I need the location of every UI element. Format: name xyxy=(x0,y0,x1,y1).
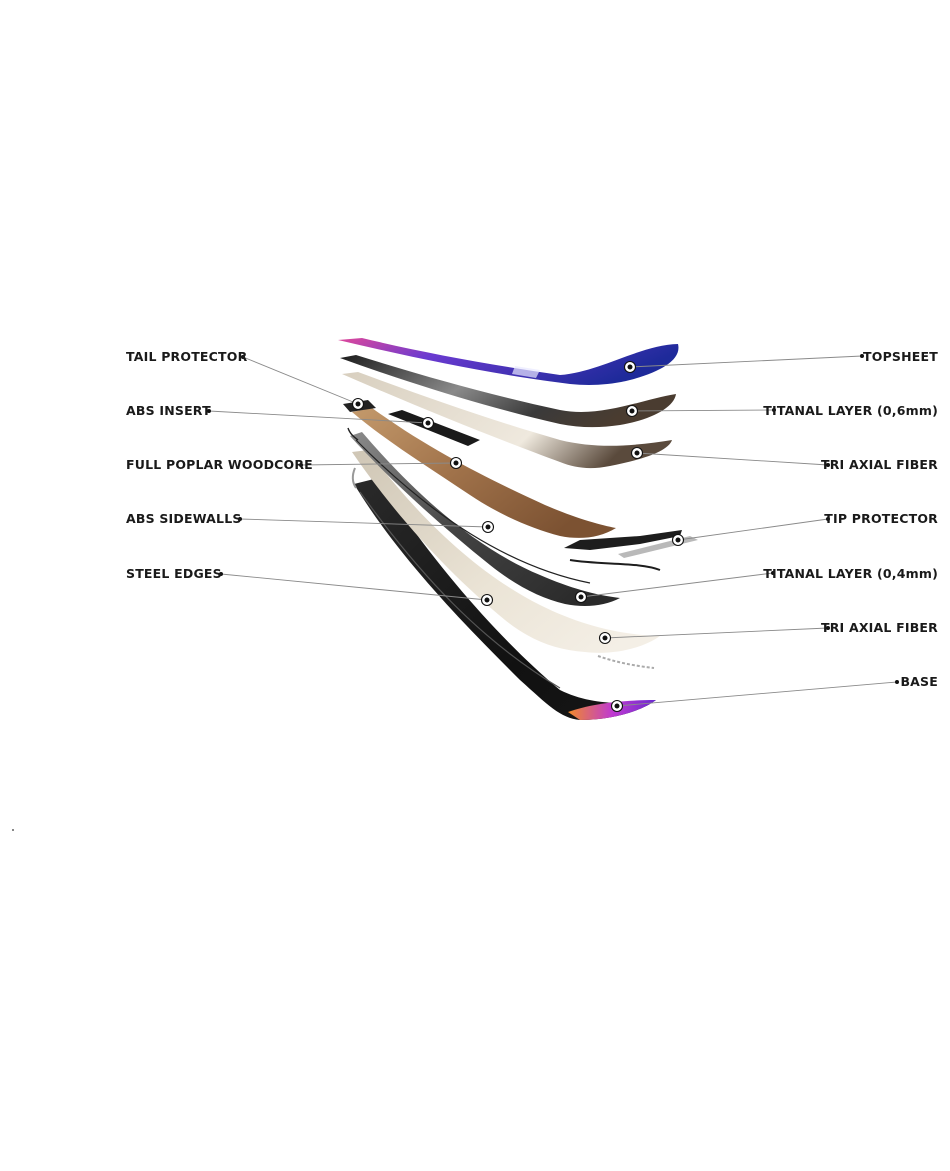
label-dot-topsheet xyxy=(860,354,864,358)
label-abs-insert: ABS INSERT xyxy=(126,403,211,418)
leader-titanal-layer-04 xyxy=(580,572,774,598)
right-labels: TOPSHEET TITANAL LAYER (0,6mm) TRI AXIAL… xyxy=(763,349,938,689)
sidewall-strip xyxy=(351,467,357,489)
label-dot-tri-axial-fiber-bottom xyxy=(826,626,830,630)
label-topsheet: TOPSHEET xyxy=(863,349,938,364)
label-titanal-layer-04: TITANAL LAYER (0,4mm) xyxy=(763,566,938,581)
ski-layers xyxy=(338,338,698,720)
label-tail-protector: TAIL PROTECTOR xyxy=(126,349,248,364)
marker-tri-axial-fiber-bottom[interactable] xyxy=(598,631,612,645)
abs-insert-piece xyxy=(388,410,480,446)
label-abs-sidewalls: ABS SIDEWALLS xyxy=(126,511,242,526)
label-dot-abs-sidewalls xyxy=(238,517,242,521)
label-dot-full-poplar-woodcore xyxy=(299,463,303,467)
marker-base[interactable] xyxy=(610,699,624,713)
label-titanal-layer-06: TITANAL LAYER (0,6mm) xyxy=(763,403,938,418)
tri-axial-fiber-bottom-layer xyxy=(352,450,660,653)
woodcore-layer xyxy=(352,408,616,538)
leader-full-poplar-woodcore xyxy=(300,462,457,466)
label-dot-tip-protector xyxy=(826,517,830,521)
leader-abs-insert xyxy=(208,410,429,424)
label-dot-tail-protector xyxy=(241,355,245,359)
marker-abs-insert[interactable] xyxy=(421,416,435,430)
marker-titanal-layer-04[interactable] xyxy=(574,590,588,604)
leader-titanal-layer-06 xyxy=(631,409,775,412)
marker-tri-axial-fiber-top[interactable] xyxy=(630,446,644,460)
label-tri-axial-fiber-top: TRI AXIAL FIBER xyxy=(821,457,938,472)
base-tip-graphic xyxy=(568,700,656,720)
tri-axial-fiber-bottom-strip xyxy=(597,655,655,669)
leader-tri-axial-fiber-top xyxy=(636,452,829,466)
steel-edge-line xyxy=(359,491,561,689)
label-dots xyxy=(207,354,899,684)
leader-steel-edges xyxy=(220,573,488,601)
leader-tip-protector xyxy=(677,518,829,541)
label-tri-axial-fiber-bottom: TRI AXIAL FIBER xyxy=(821,620,938,635)
label-base: BASE xyxy=(900,674,938,689)
label-full-poplar-woodcore: FULL POPLAR WOODCORE xyxy=(126,457,313,472)
woodcore-edge-line xyxy=(347,427,359,441)
sidewall-edge-line xyxy=(355,439,591,584)
leader-tri-axial-fiber-bottom xyxy=(604,627,829,639)
leader-topsheet xyxy=(629,355,863,368)
tip-protector-curve xyxy=(569,559,661,571)
label-dot-tri-axial-fiber-top xyxy=(826,463,830,467)
topsheet-logo xyxy=(512,366,540,378)
layer-markers[interactable] xyxy=(351,360,685,713)
label-dot-titanal-layer-04 xyxy=(771,571,775,575)
leader-base xyxy=(616,681,898,707)
label-dot-abs-insert xyxy=(207,409,211,413)
titanal-layer-04-layer xyxy=(350,432,620,606)
label-dot-titanal-layer-06 xyxy=(772,408,776,412)
tip-protector-piece xyxy=(564,530,682,550)
stray-dot xyxy=(12,829,14,831)
marker-tail-protector[interactable] xyxy=(351,397,365,411)
label-tip-protector: TIP PROTECTOR xyxy=(824,511,938,526)
leader-abs-sidewalls xyxy=(239,518,489,528)
marker-topsheet[interactable] xyxy=(623,360,637,374)
base-layer xyxy=(354,478,656,720)
marker-full-poplar-woodcore[interactable] xyxy=(449,456,463,470)
marker-steel-edges[interactable] xyxy=(480,593,494,607)
marker-abs-sidewalls[interactable] xyxy=(481,520,495,534)
topsheet-layer xyxy=(338,338,679,385)
label-dot-steel-edges xyxy=(219,572,223,576)
left-labels: TAIL PROTECTOR ABS INSERT FULL POPLAR WO… xyxy=(126,349,313,581)
label-steel-edges: STEEL EDGES xyxy=(126,566,222,581)
titanal-layer-06-layer xyxy=(340,355,676,428)
leader-tail-protector xyxy=(242,356,359,405)
label-dot-base xyxy=(895,680,899,684)
marker-titanal-layer-06[interactable] xyxy=(625,404,639,418)
leader-lines xyxy=(208,355,898,707)
marker-tip-protector[interactable] xyxy=(671,533,685,547)
